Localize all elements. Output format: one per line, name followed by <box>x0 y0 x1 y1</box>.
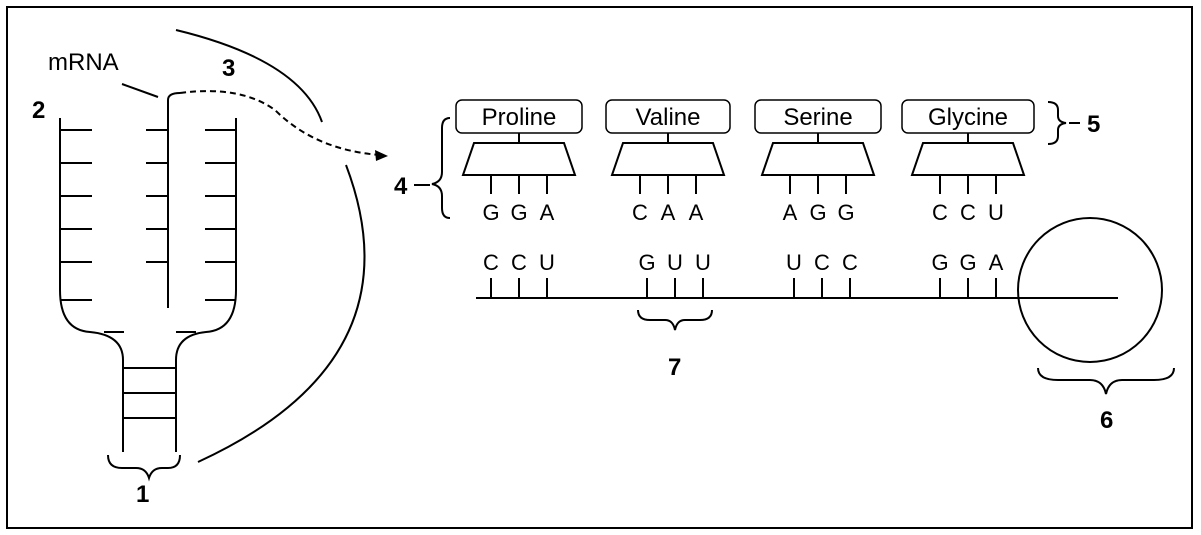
codon-base: C <box>511 250 527 275</box>
anticodon-base: G <box>837 200 854 225</box>
trna-body <box>612 143 724 175</box>
middle-teeth <box>146 130 168 262</box>
codon-base: U <box>695 250 711 275</box>
anticodon-base: A <box>661 200 676 225</box>
anticodon-base: C <box>632 200 648 225</box>
dna-left-strand <box>60 118 123 452</box>
anticodon-base: A <box>783 200 798 225</box>
anticodon-base: U <box>988 200 1004 225</box>
label-1: 1 <box>136 481 149 508</box>
brace-5 <box>1048 102 1066 144</box>
trna-body <box>463 143 575 175</box>
nucleus-arc-bottom <box>198 165 365 462</box>
nucleus-arc-top <box>176 30 322 122</box>
amino-acid-label: Serine <box>783 104 852 131</box>
right-teeth <box>205 130 236 300</box>
codon-base: G <box>931 250 948 275</box>
brace-7 <box>638 310 712 330</box>
brace-1 <box>108 455 180 478</box>
codon-base: G <box>638 250 655 275</box>
brace-4 <box>432 118 450 218</box>
anticodon-base: A <box>540 200 555 225</box>
codon-base: C <box>814 250 830 275</box>
anticodon-base: G <box>510 200 527 225</box>
anticodon-base: G <box>809 200 826 225</box>
brace-6 <box>1038 368 1174 394</box>
ribosome <box>1018 218 1162 362</box>
codon-base: A <box>989 250 1004 275</box>
anticodon-base: C <box>932 200 948 225</box>
mrna-pointer-line <box>122 84 158 97</box>
dna-right-strand <box>176 118 236 452</box>
label-6: 6 <box>1100 407 1113 434</box>
transport-arrowhead <box>375 150 388 161</box>
left-teeth <box>60 130 92 300</box>
label-5: 5 <box>1087 111 1100 138</box>
codon-base: C <box>483 250 499 275</box>
template-strand <box>168 93 180 308</box>
codon-base: U <box>539 250 555 275</box>
dna-structure <box>60 84 236 452</box>
codon-base: C <box>842 250 858 275</box>
mrna-transport-path <box>180 91 380 155</box>
amino-acid-label: Glycine <box>928 104 1008 131</box>
anticodon-base: G <box>482 200 499 225</box>
codon-base: U <box>667 250 683 275</box>
amino-acid-label: Valine <box>636 104 701 131</box>
codon-base: U <box>786 250 802 275</box>
anticodon-base: C <box>960 200 976 225</box>
ladder-rungs <box>123 368 176 418</box>
label-4: 4 <box>394 173 408 200</box>
mrna-label: mRNA <box>48 49 119 76</box>
label-7: 7 <box>668 354 681 381</box>
label-2: 2 <box>32 97 45 124</box>
trna-body <box>912 143 1024 175</box>
label-3: 3 <box>222 55 235 82</box>
trna-body <box>762 143 874 175</box>
codon-base: G <box>959 250 976 275</box>
anticodon-base: A <box>689 200 704 225</box>
amino-acid-label: Proline <box>482 104 557 131</box>
